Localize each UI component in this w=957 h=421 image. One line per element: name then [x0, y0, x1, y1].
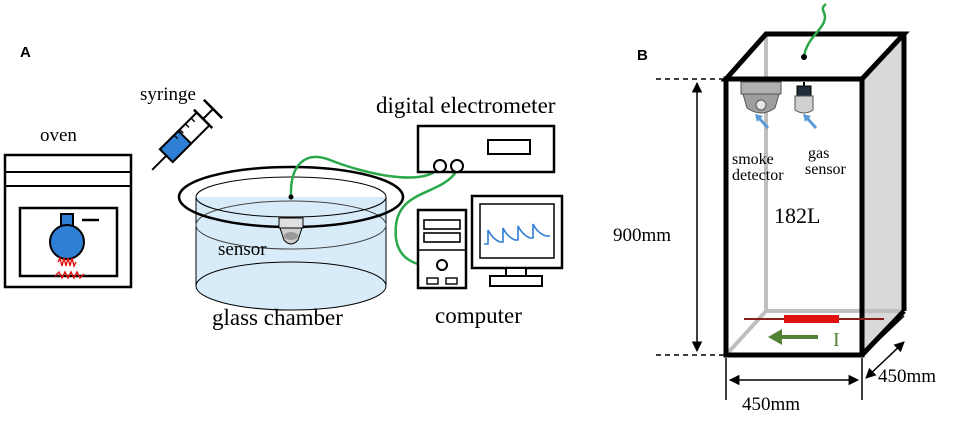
test-box [720, 31, 910, 358]
smoke-label-1: smoke [732, 151, 774, 168]
response-curve [484, 223, 550, 245]
panel-a-letter: A [20, 44, 31, 61]
top-cable [802, 3, 827, 58]
heating-wire [744, 315, 884, 323]
volume-label: 182L [774, 203, 820, 228]
computer-label: computer [435, 303, 522, 328]
smoke-label-2: detector [732, 167, 784, 184]
width-dimension [725, 358, 863, 400]
depth-label: 450mm [878, 366, 936, 387]
current-arrow-icon [768, 329, 818, 345]
oven [3, 153, 133, 289]
monitor [470, 194, 564, 287]
gas-label-2: sensor [805, 161, 847, 178]
glass-chamber [177, 165, 405, 311]
height-dimension [656, 78, 724, 356]
cable-feedthrough [801, 54, 807, 60]
glass-chamber-label: glass chamber [212, 305, 343, 330]
computer-tower [416, 208, 468, 290]
sensor-icon [278, 217, 304, 245]
electrometer-label: digital electrometer [376, 93, 556, 118]
depth-dimension [865, 315, 905, 379]
syringe-label: syringe [140, 84, 196, 105]
heater-icon [54, 255, 85, 280]
syringe-icon [151, 98, 224, 171]
wire-feedthrough [288, 194, 294, 200]
gas-sensor-icon [794, 82, 814, 114]
digital-electrometer [416, 124, 556, 174]
sensor-label: sensor [218, 239, 267, 260]
panel-b-letter: B [637, 47, 648, 64]
height-label: 900mm [613, 225, 671, 246]
smoke-detector-icon [740, 81, 782, 114]
flask-icon [49, 213, 99, 260]
gas-label-1: gas [808, 145, 829, 162]
sensor-wire [289, 155, 441, 197]
arrow-icon [755, 114, 818, 130]
current-label: I [833, 329, 840, 351]
oven-label: oven [40, 125, 77, 146]
width-label: 450mm [742, 394, 800, 415]
